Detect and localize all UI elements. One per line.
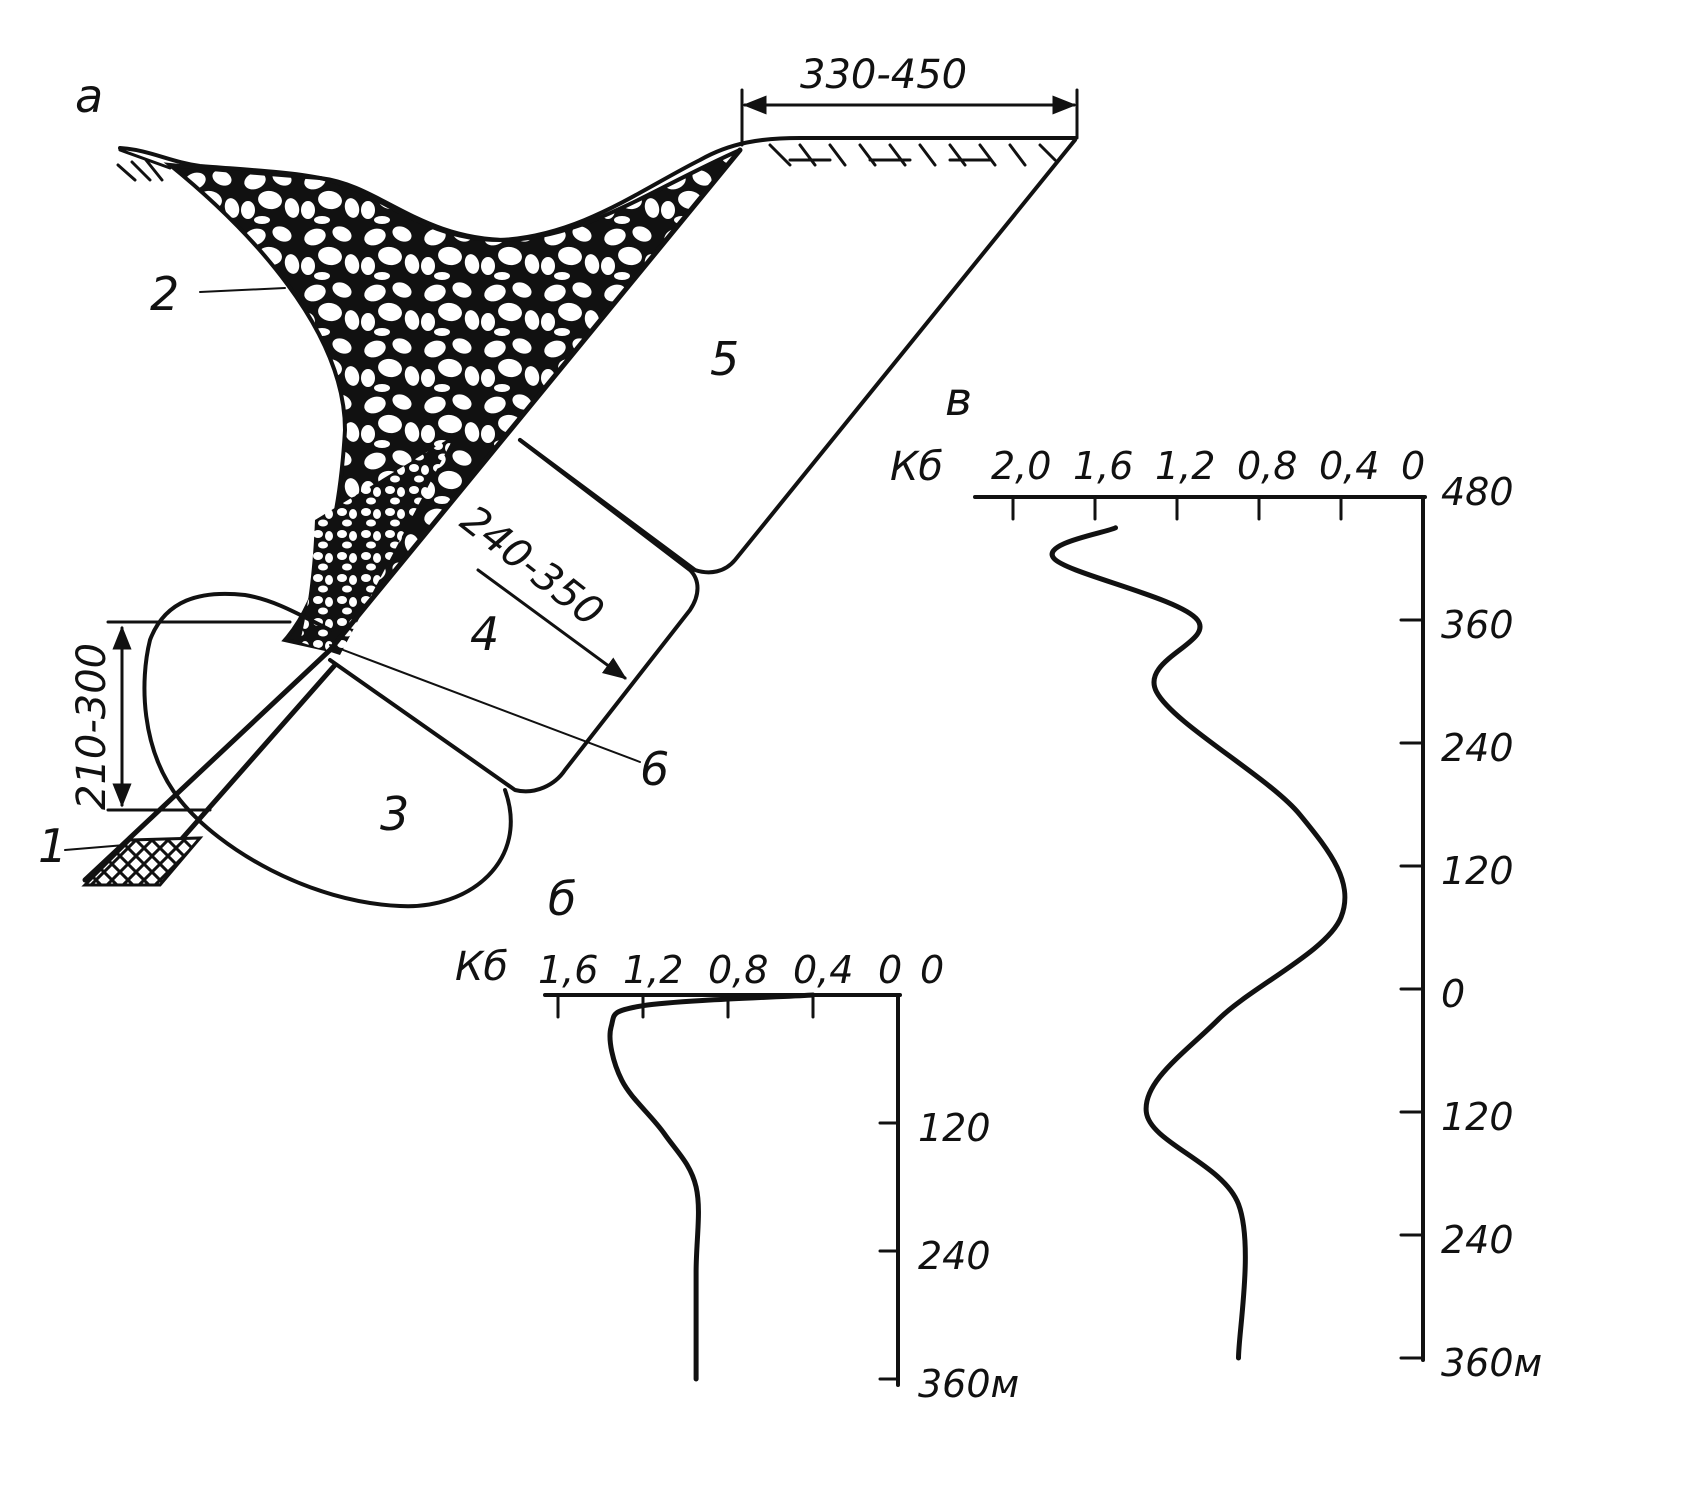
caved-rubble-zone xyxy=(163,148,742,653)
panel-v-depth-tick-label: 240 xyxy=(1441,1218,1514,1262)
panel-v-depth-tick-label: 120 xyxy=(1441,1095,1514,1139)
hangingwall-contact xyxy=(518,138,1077,575)
panel-b-top-tick-label: 0,8 xyxy=(708,948,768,992)
leader-2 xyxy=(199,287,286,293)
panel-v-depth-tick-label: 360м xyxy=(1441,1341,1542,1385)
panel-v-depth-tick-label: 0 xyxy=(1441,972,1465,1016)
panel-v-top-tick-label: 1,2 xyxy=(1155,444,1215,488)
panel-v-k-label: Кб xyxy=(890,444,943,490)
fine-rubble-zone xyxy=(300,435,455,655)
panel-v-axes xyxy=(973,495,1427,1362)
panel-v-depth-tick-label: 120 xyxy=(1441,849,1514,893)
panel-b: б Кб 1,6 1,2 0,8 0,4 0 120 240 360м 0 xyxy=(455,872,1019,1406)
panel-b-top-tick-label: 1,2 xyxy=(623,948,683,992)
panel-b-axes xyxy=(543,993,902,1387)
dimension-left-label: 210-300 xyxy=(69,643,115,810)
panel-v-top-tick-label: 0,4 xyxy=(1319,444,1379,488)
callout-5: 5 xyxy=(710,332,739,386)
footwall-contact xyxy=(82,147,743,883)
panel-v-depth-tick-label: 240 xyxy=(1441,726,1514,770)
panel-v-letter: в xyxy=(945,372,972,426)
panel-v-top-tick-label: 0 xyxy=(1401,444,1425,488)
callout-1: 1 xyxy=(38,819,67,873)
dimension-210-300: 210-300 xyxy=(69,620,292,812)
panel-v-top-tick-label: 2,0 xyxy=(991,444,1051,488)
block-4-outline xyxy=(328,438,700,794)
ground-surface xyxy=(118,136,1077,242)
panel-b-depth-tick-label: 360м xyxy=(918,1362,1019,1406)
callout-2: 2 xyxy=(150,267,179,321)
panel-b-top-tick-label: 1,6 xyxy=(538,948,598,992)
panel-a-letter: a xyxy=(75,69,103,123)
panel-b-curve xyxy=(607,992,816,1382)
panel-v-curve xyxy=(1049,525,1348,1361)
panel-b-depth-ticks: 120 240 360м 0 xyxy=(878,948,1019,1406)
crosshatch-zone xyxy=(81,836,204,887)
panel-b-top-ticks: 1,6 1,2 0,8 0,4 0 xyxy=(538,948,902,1019)
panel-b-depth-tick-label: 240 xyxy=(918,1234,991,1278)
leader-1 xyxy=(64,844,126,851)
panel-b-top-tick-label: 0 xyxy=(878,948,902,992)
ground-hatch-left xyxy=(116,148,172,182)
panel-b-top-tick-label: 0,4 xyxy=(793,948,853,992)
panel-v-top-tick-label: 1,6 xyxy=(1073,444,1133,488)
callout-4: 4 xyxy=(470,607,499,661)
panel-v: в Кб 2,0 1,6 1,2 0,8 0,4 0 480 360 240 120 0 120 24… xyxy=(890,372,1542,1385)
panel-v-top-ticks: 2,0 1,6 1,2 0,8 0,4 0 xyxy=(991,444,1425,521)
panel-b-letter: б xyxy=(548,872,576,926)
panel-v-depth-tick-label: 480 xyxy=(1441,470,1514,514)
panel-b-depth-zero-label: 0 xyxy=(920,948,944,992)
panel-b-depth-tick-label: 120 xyxy=(918,1106,991,1150)
panel-b-k-label: Кб xyxy=(455,944,508,990)
callout-3: 3 xyxy=(380,787,409,841)
panel-v-top-tick-label: 0,8 xyxy=(1237,444,1297,488)
leader-6 xyxy=(329,644,641,763)
panel-v-depth-ticks: 480 360 240 120 0 120 240 360м xyxy=(1399,470,1542,1385)
ground-hatch-right xyxy=(768,143,1057,167)
dimension-top-label: 330-450 xyxy=(800,52,967,98)
block-3-outline xyxy=(142,591,513,909)
panel-a: a 330-450 5 4 xyxy=(38,52,1079,909)
callout-6: 6 xyxy=(640,742,669,796)
dimension-330-450: 330-450 xyxy=(740,52,1079,147)
panel-v-depth-tick-label: 360 xyxy=(1441,603,1514,647)
